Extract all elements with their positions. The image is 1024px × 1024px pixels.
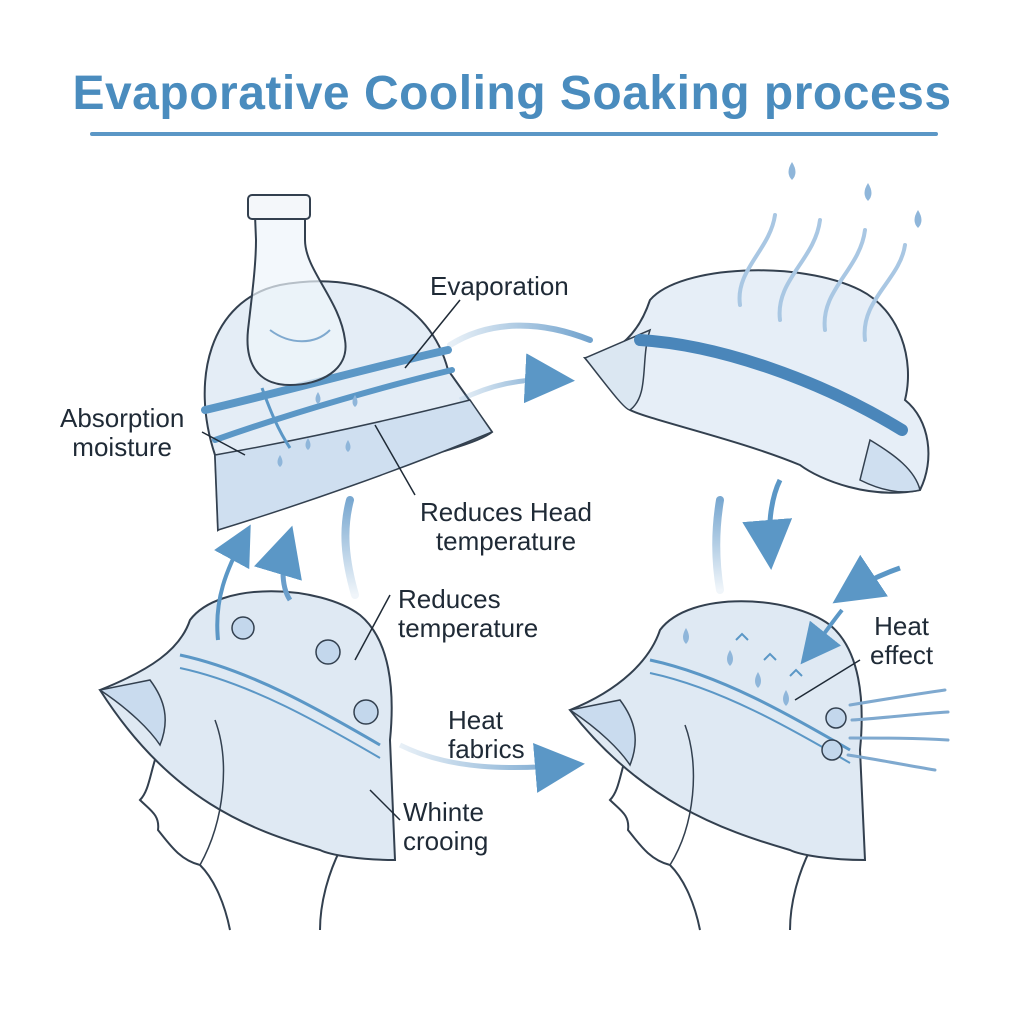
label-absorption-moisture: Absorption moisture bbox=[60, 403, 185, 462]
person-wearing-wet-hat bbox=[98, 590, 397, 931]
label-heat-fabrics: Heat fabrics bbox=[448, 705, 525, 764]
label-reduces-temperature: Reduces temperature bbox=[398, 584, 539, 643]
title-underline bbox=[90, 132, 938, 136]
label-evaporation: Evaporation bbox=[430, 271, 569, 301]
label-reduces-head-temperature: Reduces Head temperature bbox=[420, 497, 592, 556]
flow-arrows bbox=[214, 322, 901, 793]
drying-hat-with-steam bbox=[582, 162, 930, 494]
soaked-hat-with-bottle bbox=[201, 194, 494, 532]
label-heat-effect: Heat effect bbox=[870, 611, 934, 670]
leader-lines bbox=[201, 299, 861, 821]
label-whinte-crooing: Whinte crooing bbox=[403, 797, 489, 856]
diagram-title: Evaporative Cooling Soaking process bbox=[72, 67, 952, 120]
person-wearing-cooling-hat bbox=[568, 600, 950, 931]
